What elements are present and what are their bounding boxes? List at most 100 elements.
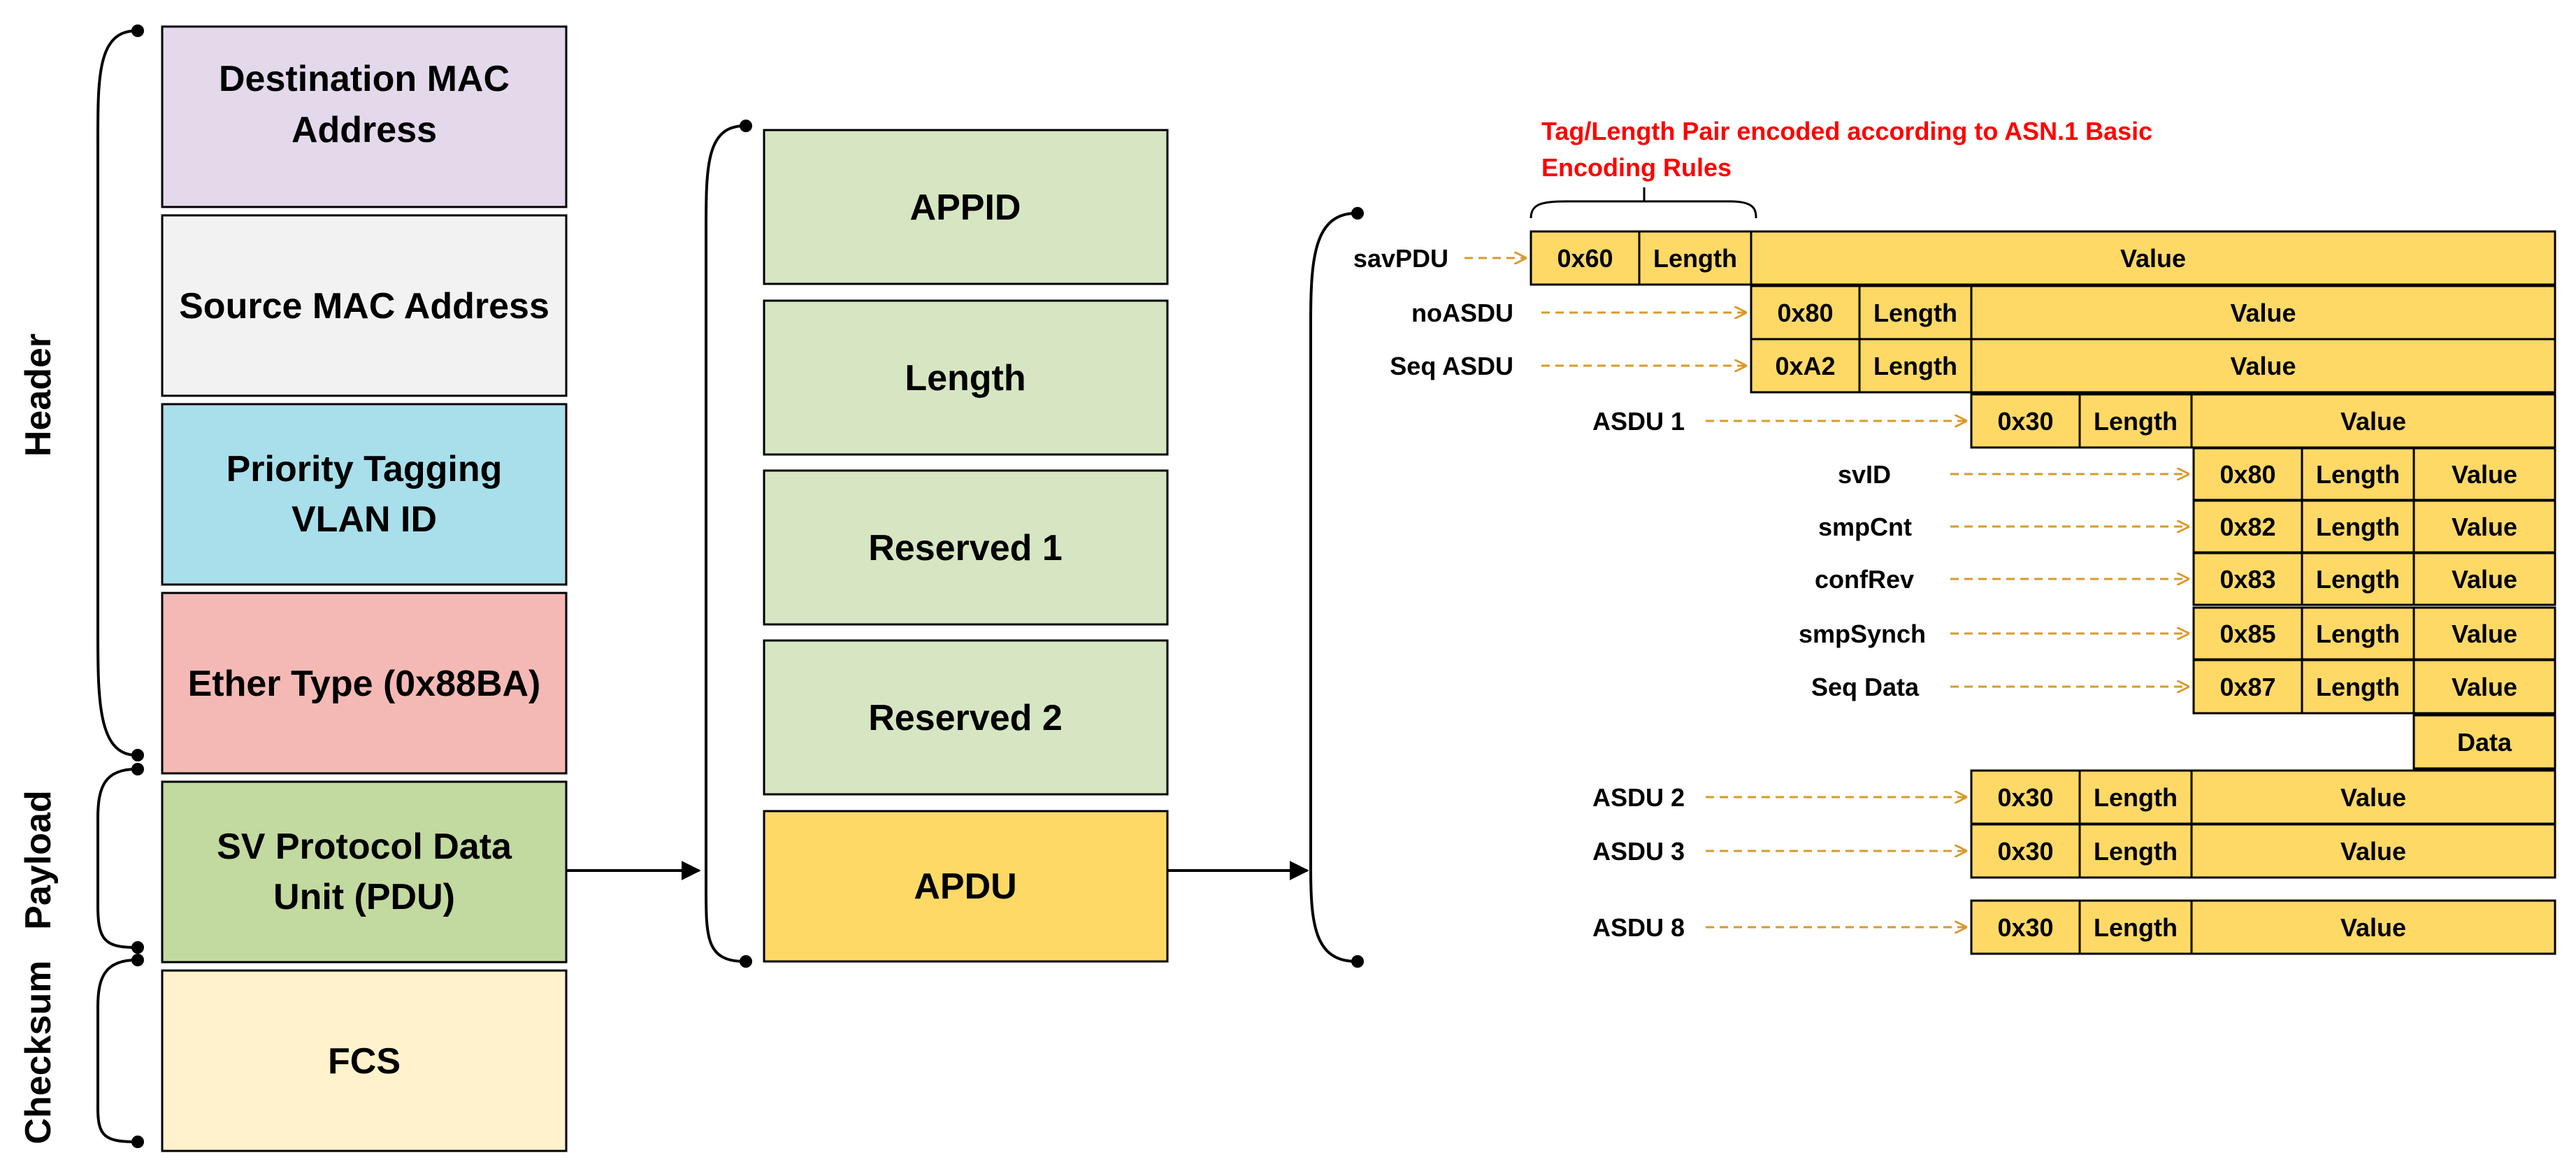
tlv-value-cell bbox=[2190, 823, 2556, 879]
tlv-tag-cell bbox=[1970, 393, 2081, 449]
tlv-value-cell bbox=[2190, 393, 2556, 449]
tlv-value-cell bbox=[2412, 552, 2556, 606]
frame-field-ether-type: Ether Type (0x88BA) bbox=[161, 592, 568, 775]
pdu-field-appid: APPID bbox=[763, 129, 1169, 285]
tlv-tag-text: 0x85 bbox=[2219, 620, 2275, 648]
tlv-row: 0x87 Length Value Seq Data bbox=[1811, 659, 2556, 715]
tlv-value-text: Value bbox=[2452, 620, 2517, 648]
frame-field-label: Address bbox=[292, 110, 437, 150]
tlv-value-text: Value bbox=[2452, 673, 2517, 701]
tlv-tag-text: 0xA2 bbox=[1775, 352, 1835, 380]
tlv-value-text: Value bbox=[2230, 299, 2296, 327]
tlv-tag-text: 0x30 bbox=[1997, 837, 2053, 866]
pdu-field-apdu: APDU bbox=[763, 810, 1169, 963]
frame-field-label: Source MAC Address bbox=[179, 286, 549, 327]
tlv-value-text: Value bbox=[2340, 783, 2406, 812]
tlv-length-text: Length bbox=[2094, 913, 2178, 942]
tlv-length-text: Length bbox=[1873, 352, 1957, 380]
frame-field-label: Ether Type (0x88BA) bbox=[188, 664, 541, 704]
tlv-row: 0x30 Length Value ASDU 3 bbox=[1592, 823, 2556, 879]
tlv-length-text: Length bbox=[2316, 620, 2400, 648]
tlv-tag-text: 0x80 bbox=[1777, 299, 1833, 327]
tlv-row: 0xA2 Length Value Seq ASDU bbox=[1390, 338, 2556, 394]
tlv-length-cell bbox=[2078, 393, 2193, 449]
tlv-value-text: Value bbox=[2452, 513, 2517, 541]
brace-endpoint bbox=[131, 749, 144, 761]
tlv-row-label: Seq Data bbox=[1811, 673, 1920, 701]
frame-field-label: Priority Tagging bbox=[226, 449, 503, 489]
tlv-tag-text: 0x87 bbox=[2219, 673, 2275, 701]
pdu-field-label: Length bbox=[905, 358, 1026, 399]
pdu-field-label: APDU bbox=[914, 866, 1016, 907]
tlv-value-text: Value bbox=[2452, 460, 2517, 489]
tlv-row: 0x80 Length Value noASDU bbox=[1411, 285, 2556, 341]
brace-endpoint bbox=[740, 955, 752, 968]
tlv-value-cell bbox=[2412, 659, 2556, 715]
tlv-value-text: Value bbox=[2452, 565, 2517, 594]
frame-field-label: FCS bbox=[328, 1041, 401, 1082]
tlv-length-text: Length bbox=[2316, 513, 2400, 541]
tlv-tag-cell bbox=[1530, 230, 1641, 286]
pdu-brace bbox=[705, 124, 745, 963]
tlv-value-text: Value bbox=[2340, 407, 2406, 436]
tlv-value-text: Value bbox=[2120, 244, 2186, 273]
tlv-length-text: Length bbox=[2094, 407, 2178, 436]
pdu-field-label: Reserved 1 bbox=[868, 528, 1063, 568]
asn1-annotation: Encoding Rules bbox=[1541, 153, 1732, 182]
tlv-value-text: Data bbox=[2457, 728, 2512, 757]
tlv-tag-text: 0x30 bbox=[1997, 783, 2053, 812]
payload-label: Payload bbox=[18, 790, 59, 929]
tlv-value-cell bbox=[1970, 338, 2556, 394]
brace-endpoint bbox=[131, 941, 144, 954]
sv-pdu: APPID Length Reserved 1 Reserved 2 APDU bbox=[705, 120, 1169, 968]
tlv-row: 0x82 Length Value smpCnt bbox=[1818, 499, 2556, 554]
tlv-row-label: smpCnt bbox=[1818, 513, 1912, 541]
tlv-value-text: Value bbox=[2340, 837, 2406, 866]
tlv-tag-text: 0x30 bbox=[1997, 913, 2053, 942]
header-label: Header bbox=[18, 334, 59, 457]
tlv-row: 0x83 Length Value confRev bbox=[1815, 552, 2556, 606]
pdu-field-label: Reserved 2 bbox=[868, 698, 1063, 738]
header-brace bbox=[96, 29, 137, 757]
frame-field-source-mac: Source MAC Address bbox=[161, 214, 568, 397]
tlv-length-text: Length bbox=[2094, 783, 2178, 812]
checksum-label: Checksum bbox=[18, 961, 59, 1145]
apdu-brace bbox=[1309, 212, 1357, 963]
frame-field-destination-mac: Destination MAC Address bbox=[161, 25, 568, 208]
tlv-length-cell bbox=[2301, 447, 2415, 501]
brace-endpoint bbox=[740, 120, 752, 132]
tlv-value-text: Value bbox=[2230, 352, 2296, 380]
tlv-length-text: Length bbox=[1873, 299, 1957, 327]
pdu-field-reserved-1: Reserved 1 bbox=[763, 469, 1169, 626]
tlv-row-label: savPDU bbox=[1353, 244, 1448, 273]
tlv-row-label: noASDU bbox=[1411, 299, 1513, 327]
tlv-length-text: Length bbox=[2316, 460, 2400, 489]
tlv-length-text: Length bbox=[1653, 244, 1737, 273]
tlv-row-label: Seq ASDU bbox=[1390, 352, 1513, 380]
tlv-value-cell bbox=[1750, 230, 2556, 286]
tlv-length-text: Length bbox=[2316, 673, 2400, 701]
checksum-brace bbox=[96, 959, 137, 1143]
tlv-length-text: Length bbox=[2094, 837, 2178, 866]
tlv-tag-text: 0x82 bbox=[2219, 513, 2275, 541]
tlv-tag-cell bbox=[2192, 552, 2303, 606]
tlv-tag-cell bbox=[1750, 338, 1861, 394]
tlv-value-cell bbox=[2412, 606, 2556, 661]
tlv-row-label: confRev bbox=[1815, 565, 1914, 594]
frame-field-fcs: FCS bbox=[161, 969, 568, 1152]
tlv-tag-text: 0x83 bbox=[2219, 565, 2275, 594]
tlv-length-cell bbox=[1858, 338, 1973, 394]
frame-field-label: Destination MAC bbox=[219, 59, 510, 99]
brace-endpoint bbox=[131, 1136, 144, 1148]
tlv-length-text: Length bbox=[2316, 565, 2400, 594]
tlv-value-text: Value bbox=[2340, 913, 2406, 942]
tlv-row-label: ASDU 3 bbox=[1592, 837, 1685, 866]
frame-field-label: SV Protocol Data bbox=[217, 826, 512, 867]
pdu-field-length: Length bbox=[763, 299, 1169, 456]
tlv-row: Data bbox=[2412, 714, 2556, 770]
